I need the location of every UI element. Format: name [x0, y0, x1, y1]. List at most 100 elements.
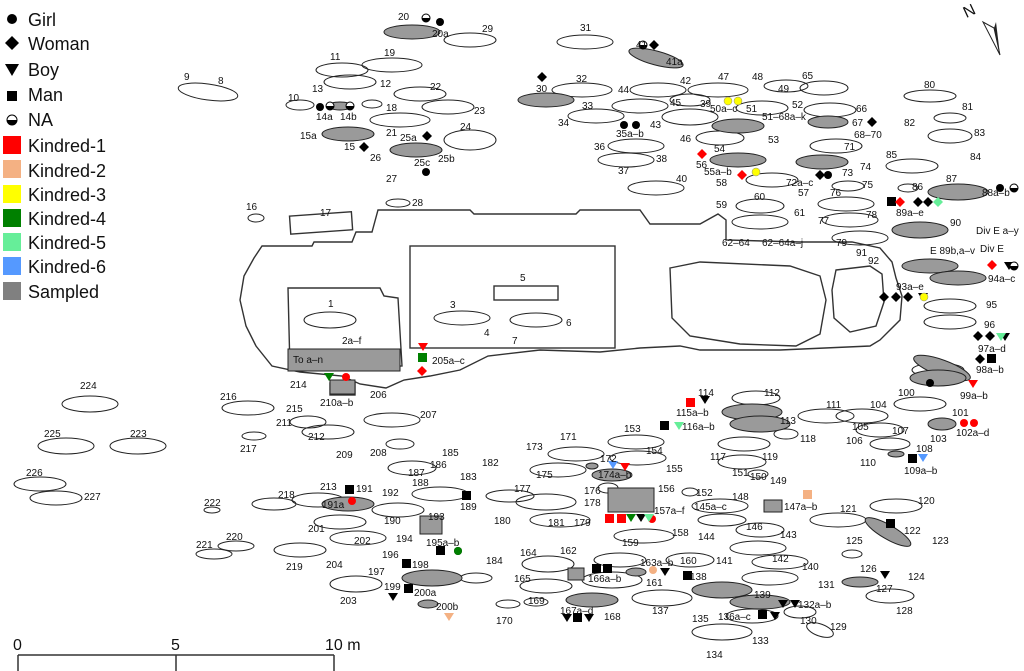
feature-label: 150 — [750, 472, 767, 483]
feature-label: 48 — [752, 72, 764, 83]
feature-label: 153 — [624, 424, 641, 435]
feature-label: 138 — [690, 572, 707, 583]
feature-label: 131 — [818, 580, 835, 591]
feature-label: 146 — [746, 522, 763, 533]
feature-label: 38 — [656, 154, 668, 165]
feature-label: 50a–c — [710, 104, 737, 115]
legend-boy: Boy — [28, 60, 59, 80]
kindred-1-swatch — [3, 136, 21, 154]
feature-label: To a–n — [293, 355, 323, 366]
feature-label: 163a–b — [640, 558, 674, 569]
feature-label: 222 — [204, 498, 221, 509]
feature-label: 119 — [762, 452, 778, 463]
feature-label: 22 — [430, 82, 442, 93]
feature-label: 214 — [290, 380, 307, 391]
feature-label: 26 — [370, 153, 382, 164]
feature-label: 74 — [860, 162, 872, 173]
feature-label: 220 — [226, 532, 243, 543]
feature-label: 191 — [356, 484, 373, 495]
feature-label: 192 — [382, 488, 399, 499]
feature-label: 59 — [716, 200, 728, 211]
feature-label: 140 — [802, 562, 819, 573]
feature-label: 211 — [276, 418, 292, 429]
feature-label: 112 — [764, 388, 780, 399]
feature-label: 81 — [962, 102, 974, 113]
feature-label: 169 — [528, 596, 545, 607]
feature-label: 198 — [412, 560, 429, 571]
feature-label: 151 — [732, 468, 749, 479]
feature-label: 47 — [718, 72, 730, 83]
legend-kindred-1: Kindred-1 — [28, 136, 106, 156]
feature-label: 75 — [862, 180, 874, 191]
feature-label: 186 — [430, 460, 447, 471]
na-symbol-icon — [6, 114, 18, 126]
feature-label: 203 — [340, 596, 357, 607]
feature-label: 99a–b — [960, 391, 988, 402]
feature-label: 108 — [916, 444, 933, 455]
feature-label: 141 — [716, 556, 733, 567]
feature-label: 174a–b — [598, 470, 632, 481]
feature-label: 168 — [604, 612, 621, 623]
feature-label: 45 — [670, 98, 682, 109]
feature-label: 35a–b — [616, 129, 644, 140]
feature-label: 96 — [984, 320, 996, 331]
feature-label: 206 — [370, 390, 387, 401]
legend-man: Man — [28, 85, 63, 105]
feature-label: 109a–b — [904, 466, 938, 477]
feature-label: 30 — [536, 84, 548, 95]
feature-label: 216 — [220, 392, 237, 403]
feature-label: 184 — [486, 556, 503, 567]
feature-label: 24 — [460, 122, 472, 133]
feature-label: 56 — [696, 160, 708, 171]
feature-label: 180 — [494, 516, 511, 527]
feature-label: 195a–b — [426, 538, 460, 549]
feature-label: 25b — [438, 154, 455, 165]
feature-label: 65 — [802, 71, 814, 82]
feature-label: 33 — [582, 101, 594, 112]
feature-label: 104 — [870, 400, 887, 411]
feature-label: 175 — [536, 470, 553, 481]
feature-label: 31 — [580, 23, 592, 34]
feature-label: 46 — [680, 134, 692, 145]
man-symbol-icon — [7, 91, 17, 101]
feature-label: 165 — [514, 574, 531, 585]
feature-label: 43 — [650, 120, 662, 131]
feature-label: 29 — [482, 24, 494, 35]
feature-label: 41a — [666, 57, 683, 68]
feature-label: 111 — [826, 400, 842, 411]
feature-label: 201 — [308, 524, 325, 535]
feature-label: 210a–b — [320, 398, 354, 409]
feature-label: 58 — [716, 178, 728, 189]
feature-label: 85 — [886, 150, 898, 161]
feature-label: 227 — [84, 492, 101, 503]
feature-label: 34 — [558, 118, 570, 129]
legend-kindred-2: Kindred-2 — [28, 161, 106, 181]
legend: Girl Woman Boy Man NA Kindred-1 Kindred-… — [3, 10, 106, 302]
feature-label: 8 — [218, 76, 224, 87]
feature-label: 193 — [428, 512, 445, 523]
feature-label: 158 — [672, 528, 689, 539]
feature-label: 25c — [414, 158, 430, 169]
feature-label: 162 — [560, 546, 577, 557]
feature-label: 9 — [184, 72, 190, 83]
legend-woman: Woman — [28, 34, 90, 54]
feature-label: 191a — [322, 500, 345, 511]
feature-label: 217 — [240, 444, 257, 455]
feature-label: 25a — [400, 133, 417, 144]
feature-label: 225 — [44, 429, 61, 440]
feature-label: 51–68a–k — [762, 112, 807, 123]
feature-label: 5 — [520, 273, 526, 284]
feature-label: 93a–e — [896, 282, 924, 293]
feature-label: 190 — [384, 516, 401, 527]
feature-label: 167a–d — [560, 606, 593, 617]
feature-label: 155 — [666, 464, 683, 475]
feature-label: 17 — [320, 208, 332, 219]
feature-label: 200b — [436, 602, 459, 613]
feature-label: 207 — [420, 410, 437, 421]
feature-label: 134 — [706, 650, 723, 661]
feature-label: 160 — [680, 556, 697, 567]
feature-label: 171 — [560, 432, 577, 443]
kindred-6-swatch — [3, 257, 21, 275]
feature-label: 208 — [370, 448, 387, 459]
feature-label: 3 — [450, 300, 456, 311]
